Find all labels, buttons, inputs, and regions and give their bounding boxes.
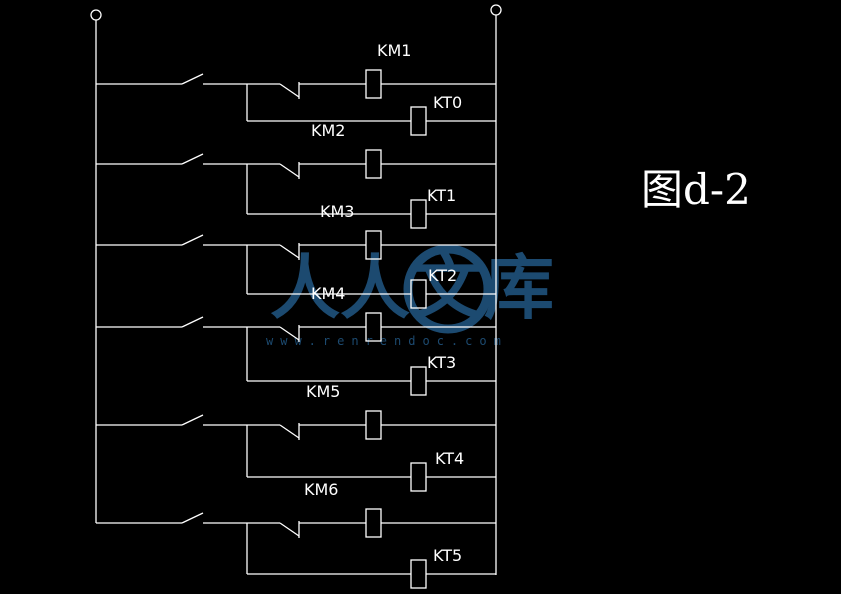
start-contact <box>181 73 204 85</box>
timer-coil <box>410 199 427 229</box>
nc-contact <box>279 83 300 98</box>
timer-coil <box>410 366 427 396</box>
relay-coil <box>365 508 382 538</box>
start-contact <box>181 414 204 426</box>
figure-label: 图d-2 <box>641 165 751 214</box>
nc-contact <box>279 522 300 537</box>
watermark-text-left: 人人 <box>270 247 410 329</box>
nc-contact <box>279 424 300 439</box>
start-contact <box>181 234 204 246</box>
watermark-url: www.renrendoc.com <box>266 334 508 348</box>
timer-label: KT4 <box>435 449 464 468</box>
watermark-text-mid: 文 <box>412 247 482 329</box>
start-contact <box>181 512 204 524</box>
relay-label: KM5 <box>306 382 340 401</box>
left-terminal <box>90 9 102 21</box>
watermark: 人人 文 库 www.renrendoc.com <box>266 244 554 348</box>
relay-label: KM1 <box>377 41 411 60</box>
relay-label: KM2 <box>311 121 345 140</box>
relay-label: KM6 <box>304 480 338 499</box>
relay-label: KM4 <box>311 284 345 303</box>
timer-coil <box>410 462 427 492</box>
timer-coil <box>410 106 427 136</box>
power-rails <box>90 4 502 575</box>
start-contact <box>181 316 204 328</box>
timer-coil <box>410 559 427 589</box>
watermark-text-right: 库 <box>484 247 554 329</box>
timer-label: KT2 <box>428 266 457 285</box>
relay-coil <box>365 410 382 440</box>
timer-label: KT3 <box>427 353 456 372</box>
nc-contact <box>279 163 300 178</box>
timer-label: KT1 <box>427 186 456 205</box>
watermark-ring <box>403 244 493 334</box>
relay-label: KM3 <box>320 202 354 221</box>
timer-label: KT0 <box>433 93 462 112</box>
nc-contact <box>279 326 300 341</box>
relay-coil <box>365 69 382 99</box>
start-contact <box>181 153 204 165</box>
right-terminal <box>490 4 502 16</box>
relay-coil <box>365 149 382 179</box>
nc-contact <box>279 244 300 259</box>
timer-label: KT5 <box>433 546 462 565</box>
